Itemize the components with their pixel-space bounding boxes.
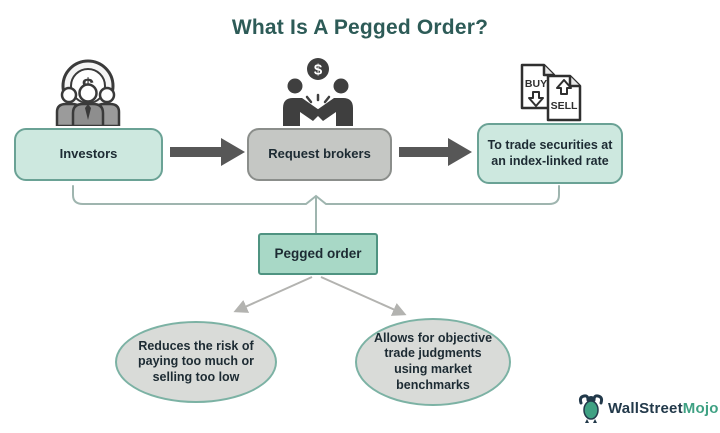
- dollar-glyph: $: [314, 62, 323, 79]
- logo-text-secondary: Mojo: [682, 399, 719, 417]
- wallstreetmojo-logo: WallStreetMojo: [578, 393, 719, 423]
- outcome-right-label: Allows for objective trade judgments usi…: [373, 330, 493, 392]
- handshake-dollar-icon: $: [283, 58, 353, 126]
- logo-text-primary: WallStreet: [608, 399, 683, 417]
- outcome-ellipse-left: Reduces the risk of paying too much or s…: [115, 321, 277, 403]
- right-block-arrow-2: [399, 138, 472, 166]
- diagonal-arrow-left: [233, 276, 313, 313]
- flow-box-investors-label: Investors: [59, 146, 118, 162]
- wallstreetmojo-logo-text: WallStreetMojo: [608, 400, 719, 417]
- pegged-order-box: Pegged order: [258, 233, 378, 275]
- buy-label: BUY: [525, 78, 547, 90]
- flow-box-investors: Investors: [14, 128, 163, 181]
- buy-sell-documents-icon: BUY SELL: [520, 63, 582, 122]
- outcome-ellipse-right: Allows for objective trade judgments usi…: [355, 318, 511, 406]
- outcome-left-label: Reduces the risk of paying too much or s…: [138, 338, 254, 384]
- right-block-arrow-1: [170, 138, 245, 166]
- flow-box-trade-securities: To trade securities at an index-linked r…: [477, 123, 623, 184]
- sell-label: SELL: [551, 100, 578, 112]
- flow-box-request-brokers-label: Request brokers: [268, 146, 371, 162]
- flow-box-trade-securities-label: To trade securities at an index-linked r…: [487, 137, 613, 168]
- flow-box-request-brokers: Request brokers: [247, 128, 392, 181]
- diagonal-arrow-right: [320, 276, 407, 316]
- page-title: What Is A Pegged Order?: [231, 16, 489, 39]
- investors-group-dollar-icon: $: [55, 59, 121, 126]
- wallstreetmojo-mascot-icon: [578, 394, 604, 423]
- pegged-order-label: Pegged order: [274, 245, 362, 261]
